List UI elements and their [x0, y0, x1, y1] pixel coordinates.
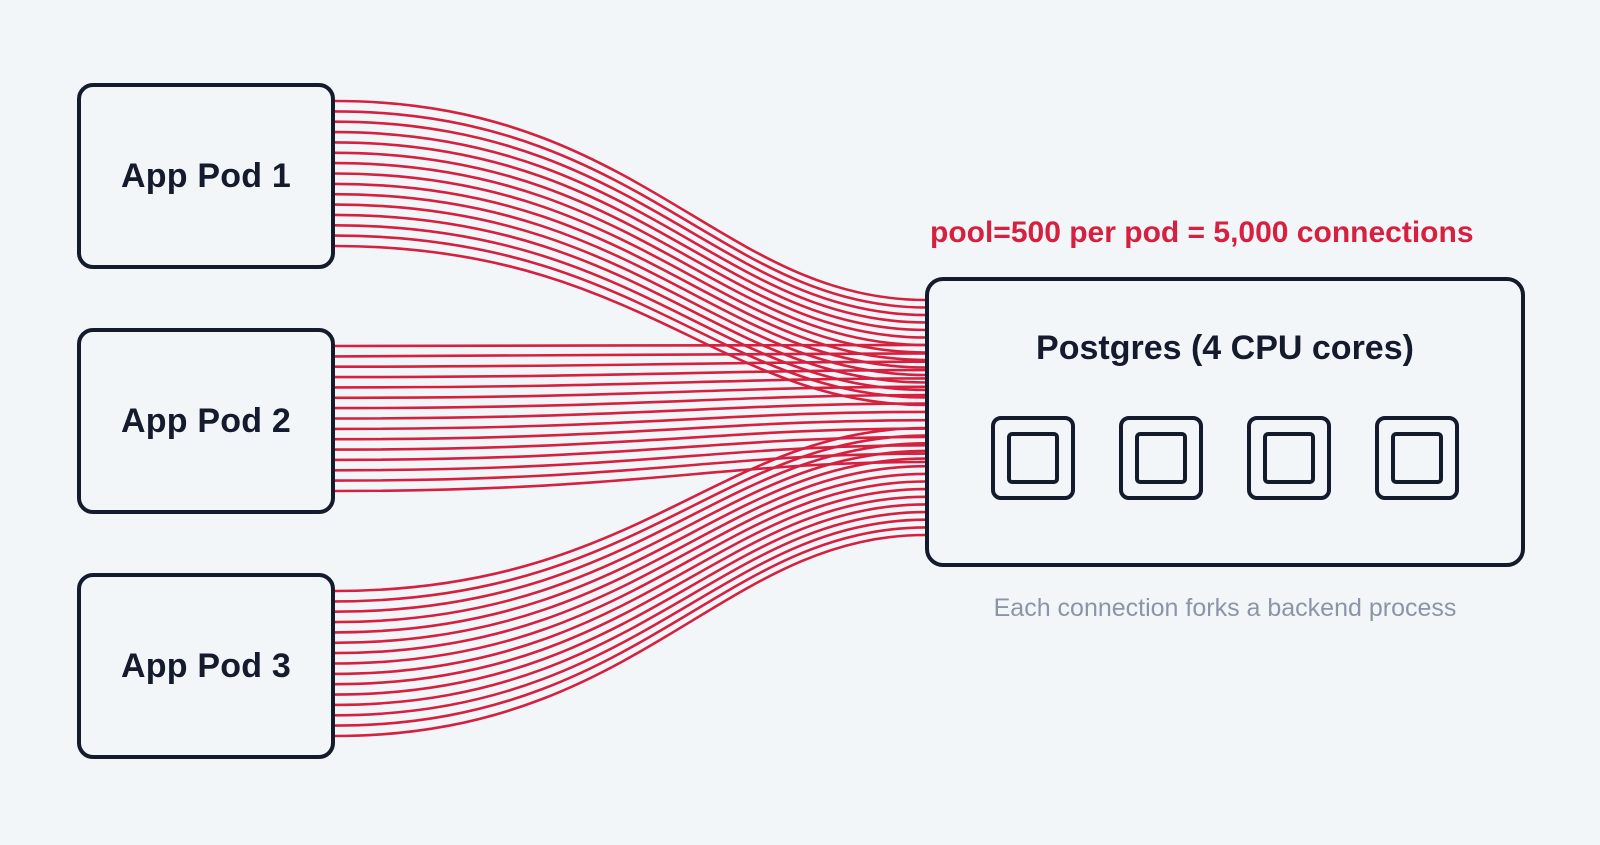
connection-line-pod-1 — [333, 99, 928, 302]
app-pod-2: App Pod 2 — [77, 328, 335, 514]
connection-line-pod-2 — [333, 435, 928, 462]
connection-line-pod-3 — [333, 518, 928, 717]
connection-line-pod-1 — [333, 141, 928, 332]
connection-line-pod-3 — [333, 442, 928, 613]
postgres-title: Postgres (4 CPU cores) — [1036, 329, 1414, 367]
connection-line-pod-1 — [333, 130, 928, 324]
app-pod-1-label: App Pod 1 — [121, 156, 291, 195]
connection-line-pod-2 — [333, 385, 928, 400]
cpu-core-inner — [1263, 432, 1315, 484]
connection-line-pod-3 — [333, 426, 928, 593]
app-pod-2-label: App Pod 2 — [121, 401, 291, 440]
connection-line-pod-1 — [333, 182, 928, 362]
connection-line-pod-3 — [333, 449, 928, 624]
cpu-core-icon — [1375, 416, 1459, 500]
connection-line-pod-3 — [333, 526, 928, 727]
connection-line-pod-2 — [333, 452, 928, 482]
connection-line-pod-2 — [333, 402, 928, 420]
connection-line-pod-2 — [333, 343, 928, 348]
connection-line-pod-3 — [333, 487, 928, 676]
connection-line-pod-1 — [333, 161, 928, 347]
connection-line-pod-1 — [333, 120, 928, 317]
connection-line-pod-2 — [333, 360, 928, 368]
cpu-core-icon — [1119, 416, 1203, 500]
connection-line-pod-1 — [333, 151, 928, 339]
connection-line-pod-3 — [333, 472, 928, 655]
cpu-core-inner — [1391, 432, 1443, 484]
connection-line-pod-3 — [333, 464, 928, 645]
connection-line-pod-2 — [333, 377, 928, 389]
cpu-core-inner — [1007, 432, 1059, 484]
connection-line-pod-3 — [333, 533, 928, 738]
connection-line-pod-2 — [333, 460, 928, 493]
cpu-core-inner — [1135, 432, 1187, 484]
connection-line-pod-1 — [333, 224, 928, 392]
postgres-caption: Each connection forks a backend process — [993, 594, 1457, 622]
connection-line-pod-2 — [333, 418, 928, 441]
connection-line-pod-2 — [333, 352, 928, 358]
connection-line-pod-2 — [333, 393, 928, 410]
app-pod-1: App Pod 1 — [77, 83, 335, 269]
connection-line-pod-3 — [333, 480, 928, 665]
connection-line-pod-3 — [333, 510, 928, 707]
connection-line-pod-3 — [333, 457, 928, 634]
app-pod-3-label: App Pod 3 — [121, 646, 291, 685]
connection-line-pod-1 — [333, 110, 928, 309]
connection-line-pod-1 — [333, 172, 928, 354]
connection-line-pod-3 — [333, 434, 928, 603]
connection-line-pod-2 — [333, 444, 928, 472]
connection-line-pod-3 — [333, 495, 928, 686]
connection-line-pod-1 — [333, 192, 928, 369]
pool-size-annotation: pool=500 per pod = 5,000 connections — [930, 216, 1474, 249]
connection-line-pod-2 — [333, 410, 928, 431]
postgres-server: Postgres (4 CPU cores) — [925, 277, 1525, 567]
connection-line-pod-1 — [333, 213, 928, 384]
connection-line-pod-1 — [333, 203, 928, 377]
connection-line-pod-2 — [333, 427, 928, 451]
app-pod-3: App Pod 3 — [77, 573, 335, 759]
connection-line-pod-3 — [333, 503, 928, 696]
cpu-core-icon — [1247, 416, 1331, 500]
cpu-core-icon — [991, 416, 1075, 500]
connection-line-pod-2 — [333, 368, 928, 379]
